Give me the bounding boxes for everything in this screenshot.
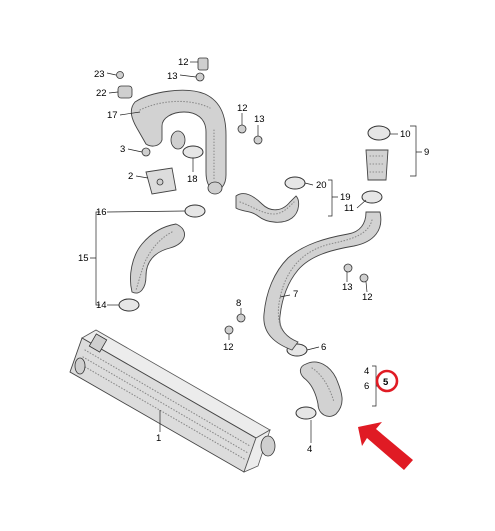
callout-9: 9 — [424, 147, 429, 158]
callout-6-right: 6 — [364, 381, 369, 392]
callout-15: 15 — [78, 253, 89, 264]
callout-23: 23 — [94, 69, 105, 80]
hose-15 — [130, 223, 185, 294]
callout-19: 19 — [340, 192, 351, 203]
hose-20 — [235, 193, 300, 223]
callout-12-mid: 12 — [237, 103, 248, 114]
callout-labels: 12 13 23 22 17 3 2 18 12 13 10 9 11 20 1… — [78, 57, 429, 455]
callout-14: 14 — [96, 300, 107, 311]
callout-10: 10 — [400, 129, 411, 140]
callout-7: 7 — [293, 289, 298, 300]
red-arrow-icon — [358, 422, 413, 470]
callout-13-right: 13 — [342, 282, 353, 293]
callout-4-bottom: 4 — [307, 444, 312, 455]
callout-5: 5 — [383, 377, 389, 388]
callout-11: 11 — [344, 203, 354, 214]
callout-20: 20 — [316, 180, 327, 191]
callout-12-top: 12 — [178, 57, 189, 68]
highlight-ring — [375, 369, 399, 393]
callout-12-right: 12 — [362, 292, 373, 303]
charge-pipe-lower — [263, 211, 382, 351]
intercooler — [69, 329, 276, 473]
hose-9 — [365, 149, 389, 181]
callout-1: 1 — [156, 433, 161, 444]
callout-4-top: 4 — [364, 366, 369, 377]
callout-13-top: 13 — [167, 71, 178, 82]
hose-5 — [299, 361, 343, 417]
callout-12-low: 12 — [223, 342, 234, 353]
callout-22: 22 — [96, 88, 107, 99]
callout-17: 17 — [107, 110, 118, 121]
highlight-part-5[interactable]: 5 — [375, 369, 399, 393]
callout-18: 18 — [187, 174, 198, 185]
callout-2: 2 — [128, 171, 133, 182]
callout-16: 16 — [96, 207, 107, 218]
bracket — [145, 167, 177, 195]
callout-6-top: 6 — [321, 342, 326, 353]
charge-pipe-upper — [130, 89, 227, 195]
callout-8: 8 — [236, 298, 241, 309]
callout-13-mid: 13 — [254, 114, 265, 125]
fasteners — [116, 57, 369, 335]
callout-3: 3 — [120, 144, 125, 155]
